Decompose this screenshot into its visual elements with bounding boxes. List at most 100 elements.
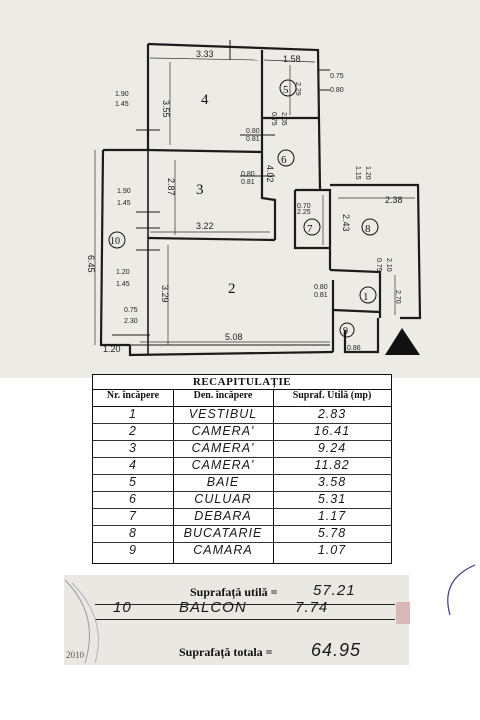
- dim-label: 0.80: [330, 87, 344, 94]
- recap-title: RECAPITULAȚIE: [192, 376, 292, 388]
- room-9-camara-number: 9: [343, 326, 348, 337]
- dim-label: 1.45: [117, 200, 131, 207]
- dim-label: 0.75: [375, 258, 382, 272]
- room-1-vestibul-number: 1: [363, 291, 369, 303]
- dim-label: 2.38: [385, 195, 403, 205]
- util-total-value: 57.21: [313, 582, 356, 599]
- dim-label: 3.33: [196, 49, 214, 59]
- table-row: 2 CAMERA' 16.41: [93, 423, 391, 441]
- balcon-value: 7.74: [295, 599, 329, 616]
- dim-label: 1.20: [116, 269, 130, 276]
- column-divider: [173, 389, 174, 563]
- header-supr: Supraf. Utilă (mp): [292, 390, 372, 401]
- recap-table: RECAPITULAȚIE Nr. încăpere Den. încăpere…: [92, 374, 392, 564]
- table-row: 6 CULUAR 5.31: [93, 491, 391, 509]
- row-supr: 3.58: [317, 475, 347, 489]
- room-4-camera-number: 4: [201, 92, 209, 108]
- row-den: CAMARA: [193, 543, 253, 557]
- table-row: 8 BUCATARIE 5.78: [93, 525, 391, 543]
- row-den: BAIE: [206, 475, 240, 489]
- north-arrow-icon: [385, 328, 420, 355]
- room-3-camera-number: 3: [196, 182, 204, 198]
- grand-total-row: Suprafață totala = 64.95: [95, 640, 395, 664]
- plan-dimension-lines: [94, 57, 415, 345]
- row-supr: 16.41: [313, 424, 351, 438]
- dim-label: 2.43: [341, 214, 351, 232]
- dim-label: 0.81: [241, 179, 255, 186]
- table-row: 4 CAMERA' 11.82: [93, 457, 391, 475]
- dim-label: 1.90: [115, 91, 129, 98]
- util-total-row: Suprafață utilă = 57.21: [95, 580, 395, 605]
- room-circles: [108, 79, 379, 338]
- table-row: 7 DEBARA 1.17: [93, 508, 391, 526]
- column-divider: [273, 389, 274, 563]
- dim-label: 2.70: [394, 290, 401, 304]
- recap-header-row: Nr. încăpere Den. încăpere Supraf. Utilă…: [93, 389, 391, 407]
- table-row: 3 CAMERA' 9.24: [93, 440, 391, 458]
- dim-label: 0.80: [314, 284, 328, 291]
- grand-total-label: Suprafață totala =: [179, 645, 273, 659]
- dim-label: 2.10: [385, 258, 392, 272]
- row-nr: 8: [129, 526, 137, 540]
- dim-label: 0.86: [347, 345, 361, 352]
- room-2-camera-number: 2: [228, 281, 236, 297]
- dim-label: 0.75: [330, 73, 344, 80]
- dim-label: 1.45: [116, 281, 130, 288]
- balcon-nr: 10: [113, 599, 132, 616]
- plan-dimension-labels: 3.33 1.58 0.75 0.80 3.55 2.29 1.90 1.45 …: [86, 49, 403, 354]
- stamp-red-mark: [396, 602, 410, 624]
- row-den: BUCATARIE: [183, 526, 263, 540]
- row-nr: 4: [129, 458, 137, 472]
- dim-label: 2.29: [294, 82, 301, 96]
- dim-label: 3.29: [160, 285, 170, 303]
- dim-label: 1.20: [103, 344, 121, 354]
- dim-label: 1.20: [364, 166, 371, 180]
- table-row: 1 VESTIBUL 2.83: [93, 406, 391, 424]
- room-5-baie-number: 5: [283, 84, 289, 96]
- balcon-den: BALCON: [179, 599, 247, 616]
- dim-label: 0.80: [246, 128, 260, 135]
- row-den: CAMERA': [191, 441, 255, 455]
- grand-total-value: 64.95: [311, 640, 362, 660]
- row-supr: 5.31: [317, 492, 347, 506]
- plan-sheet-background: [0, 0, 480, 378]
- dim-label: 0.75: [270, 112, 277, 126]
- row-supr: 1.07: [317, 543, 347, 557]
- row-supr: 9.24: [317, 441, 347, 455]
- row-nr: 7: [129, 509, 137, 523]
- stamp-year: 2010: [66, 650, 84, 660]
- dim-label: 2.87: [166, 178, 176, 196]
- totals-sheet-background: [64, 575, 409, 665]
- row-supr: 11.82: [314, 458, 350, 472]
- row-supr: 5.78: [317, 526, 347, 540]
- row-den: CULUAR: [194, 492, 252, 506]
- row-nr: 2: [129, 424, 137, 438]
- dim-label: 1.45: [115, 101, 129, 108]
- dim-label: 5.08: [225, 332, 243, 342]
- dim-label: 4.02: [265, 165, 275, 183]
- header-den: Den. încăpere: [193, 390, 253, 401]
- header-nr: Nr. încăpere: [106, 390, 160, 401]
- util-total-label: Suprafață utilă =: [190, 585, 278, 599]
- row-supr: 2.83: [317, 407, 347, 421]
- plan-openings: [112, 40, 330, 346]
- row-den: VESTIBUL: [188, 407, 258, 421]
- row-supr: 1.17: [317, 509, 347, 523]
- dim-label: 3.22: [196, 221, 214, 231]
- dim-label: 1.90: [117, 188, 131, 195]
- row-nr: 6: [129, 492, 137, 506]
- dim-label: 0.81: [314, 292, 328, 299]
- room-8-bucatarie-number: 8: [365, 223, 371, 235]
- row-nr: 3: [129, 441, 137, 455]
- dim-label: 1.58: [283, 54, 301, 64]
- plan-walls: [99, 42, 422, 357]
- room-7-debara-number: 7: [307, 223, 313, 235]
- table-row: 9 CAMARA 1.07: [93, 542, 391, 559]
- row-nr: 5: [129, 475, 137, 489]
- row-den: CAMERA': [191, 424, 255, 438]
- room-10-balcon-number: 10: [110, 236, 120, 247]
- row-nr: 9: [129, 543, 137, 557]
- floor-plan: 4 3 2 5 6 7 8 1 9 10 3.33 1.58 0.75 0.80…: [86, 40, 422, 357]
- dim-label: 0.80: [241, 171, 255, 178]
- dim-label: 2.25: [297, 209, 311, 216]
